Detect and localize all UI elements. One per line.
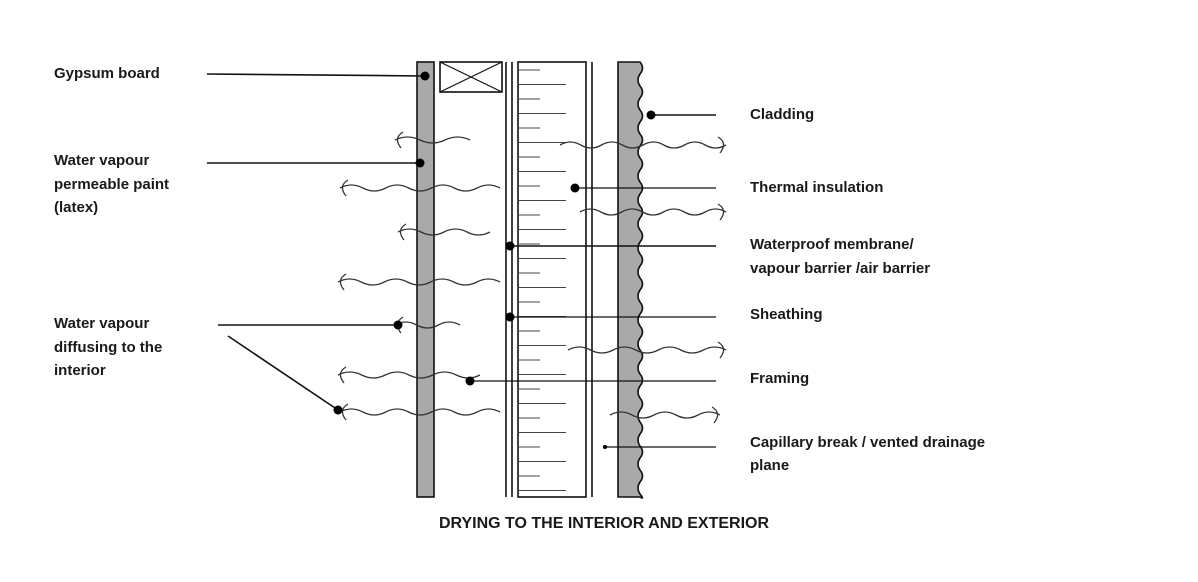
insulation-dot	[570, 183, 580, 193]
gypsum-board-layer	[416, 61, 435, 498]
label-thermal-insulation: Thermal insulation	[750, 179, 883, 196]
diffusing-dot-1	[393, 320, 403, 330]
membrane-lines	[505, 62, 513, 497]
label-capillary-1: Capillary break / vented drainage	[750, 434, 985, 451]
top-plate-x	[439, 61, 503, 93]
cladding-dot	[646, 110, 656, 120]
membrane-dot	[505, 241, 515, 251]
vapour-diffusion-waves	[337, 131, 727, 424]
label-framing: Framing	[750, 370, 809, 387]
label-capillary-2: plane	[750, 457, 789, 474]
capillary-dot	[603, 445, 607, 449]
paint-dot	[415, 158, 425, 168]
label-diffusing-3: interior	[54, 362, 106, 379]
label-paint-2: permeable paint	[54, 176, 169, 193]
insulation-ticks	[518, 69, 566, 491]
leader-lines	[206, 71, 716, 449]
diagram-caption: DRYING TO THE INTERIOR AND EXTERIOR	[439, 515, 770, 532]
sheathing-dot	[505, 312, 515, 322]
label-paint-1: Water vapour	[54, 152, 149, 169]
label-diffusing-2: diffusing to the	[54, 339, 162, 356]
insulation-panel	[517, 61, 587, 498]
label-paint-3: (latex)	[54, 199, 98, 216]
label-sheathing: Sheathing	[750, 306, 823, 323]
gypsum-board-dot	[420, 71, 430, 81]
cladding-layer	[617, 61, 644, 499]
framing-dot	[465, 376, 475, 386]
label-membrane-1: Waterproof membrane/	[750, 236, 914, 253]
label-diffusing-1: Water vapour	[54, 315, 149, 332]
diffusing-dot-2	[333, 405, 343, 415]
label-membrane-2: vapour barrier /air barrier	[750, 260, 930, 277]
label-cladding: Cladding	[750, 106, 814, 123]
label-gypsum-board: Gypsum board	[54, 65, 160, 82]
